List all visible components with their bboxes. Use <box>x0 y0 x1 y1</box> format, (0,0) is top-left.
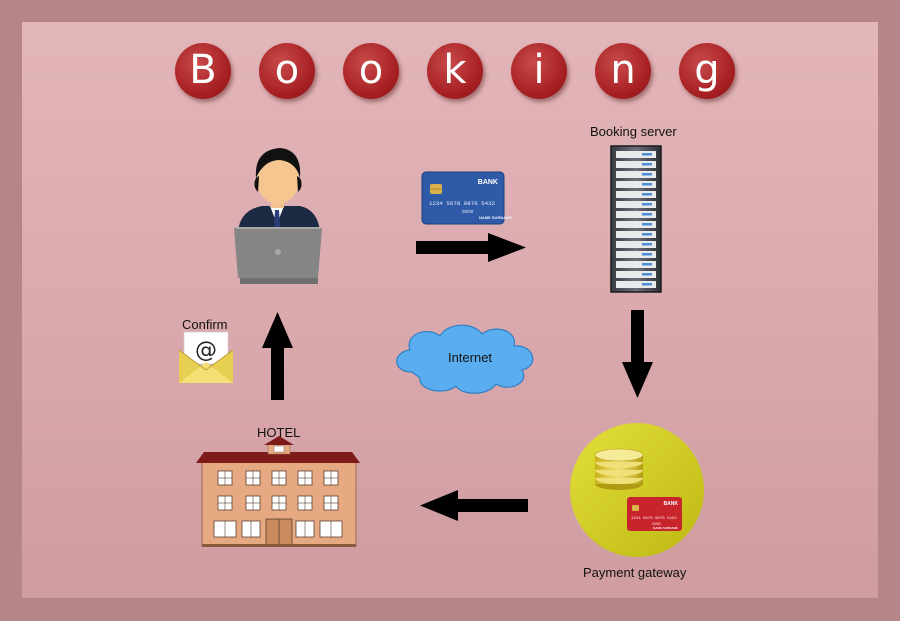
cloud-icon <box>396 324 534 394</box>
confirm-label: Confirm <box>182 317 228 332</box>
arrow-right <box>416 233 526 262</box>
email-envelope-icon: @ <box>178 331 234 383</box>
card-bank-text: BANK <box>478 179 498 186</box>
hotel-label: HOTEL <box>257 425 301 440</box>
booking-server-label: Booking server <box>590 124 677 139</box>
payment-gateway-label: Payment gateway <box>583 565 687 580</box>
credit-card-icon: BANK 1234 5678 9876 5432 00/00 NAME SURN… <box>421 171 512 225</box>
payment-gateway-icon: BANK 1234 5678 9876 5432 00/00 NAME SURN… <box>570 423 704 557</box>
hotel-building-icon <box>196 436 360 547</box>
gateway-card-expiry-text: 00/00 <box>652 522 661 526</box>
title-letter: o <box>259 43 315 99</box>
card-number-text: 1234 5678 9876 5432 <box>429 200 496 207</box>
svg-text:@: @ <box>195 338 217 363</box>
internet-label: Internet <box>447 350 493 365</box>
title-letter: i <box>511 43 567 99</box>
title-letter: k <box>427 43 483 99</box>
card-holder-text: NAME SURNAME <box>479 215 512 220</box>
arrow-down <box>622 310 653 398</box>
gateway-card-bank-text: BANK <box>664 501 679 507</box>
title-letter: g <box>679 43 735 99</box>
user-at-laptop-icon <box>234 148 322 284</box>
gateway-card-number-text: 1234 5678 9876 5432 <box>631 517 677 521</box>
server-rack-icon <box>610 145 662 293</box>
title-letter: n <box>595 43 651 99</box>
booking-title: B o o k i n g <box>0 0 900 130</box>
title-letter: B <box>175 43 231 99</box>
card-expiry-text: 00/00 <box>462 209 474 214</box>
title-letter: o <box>343 43 399 99</box>
gateway-card-holder-text: NAME SURNAME <box>653 526 678 530</box>
arrow-left <box>420 490 528 521</box>
arrow-up <box>262 312 293 400</box>
